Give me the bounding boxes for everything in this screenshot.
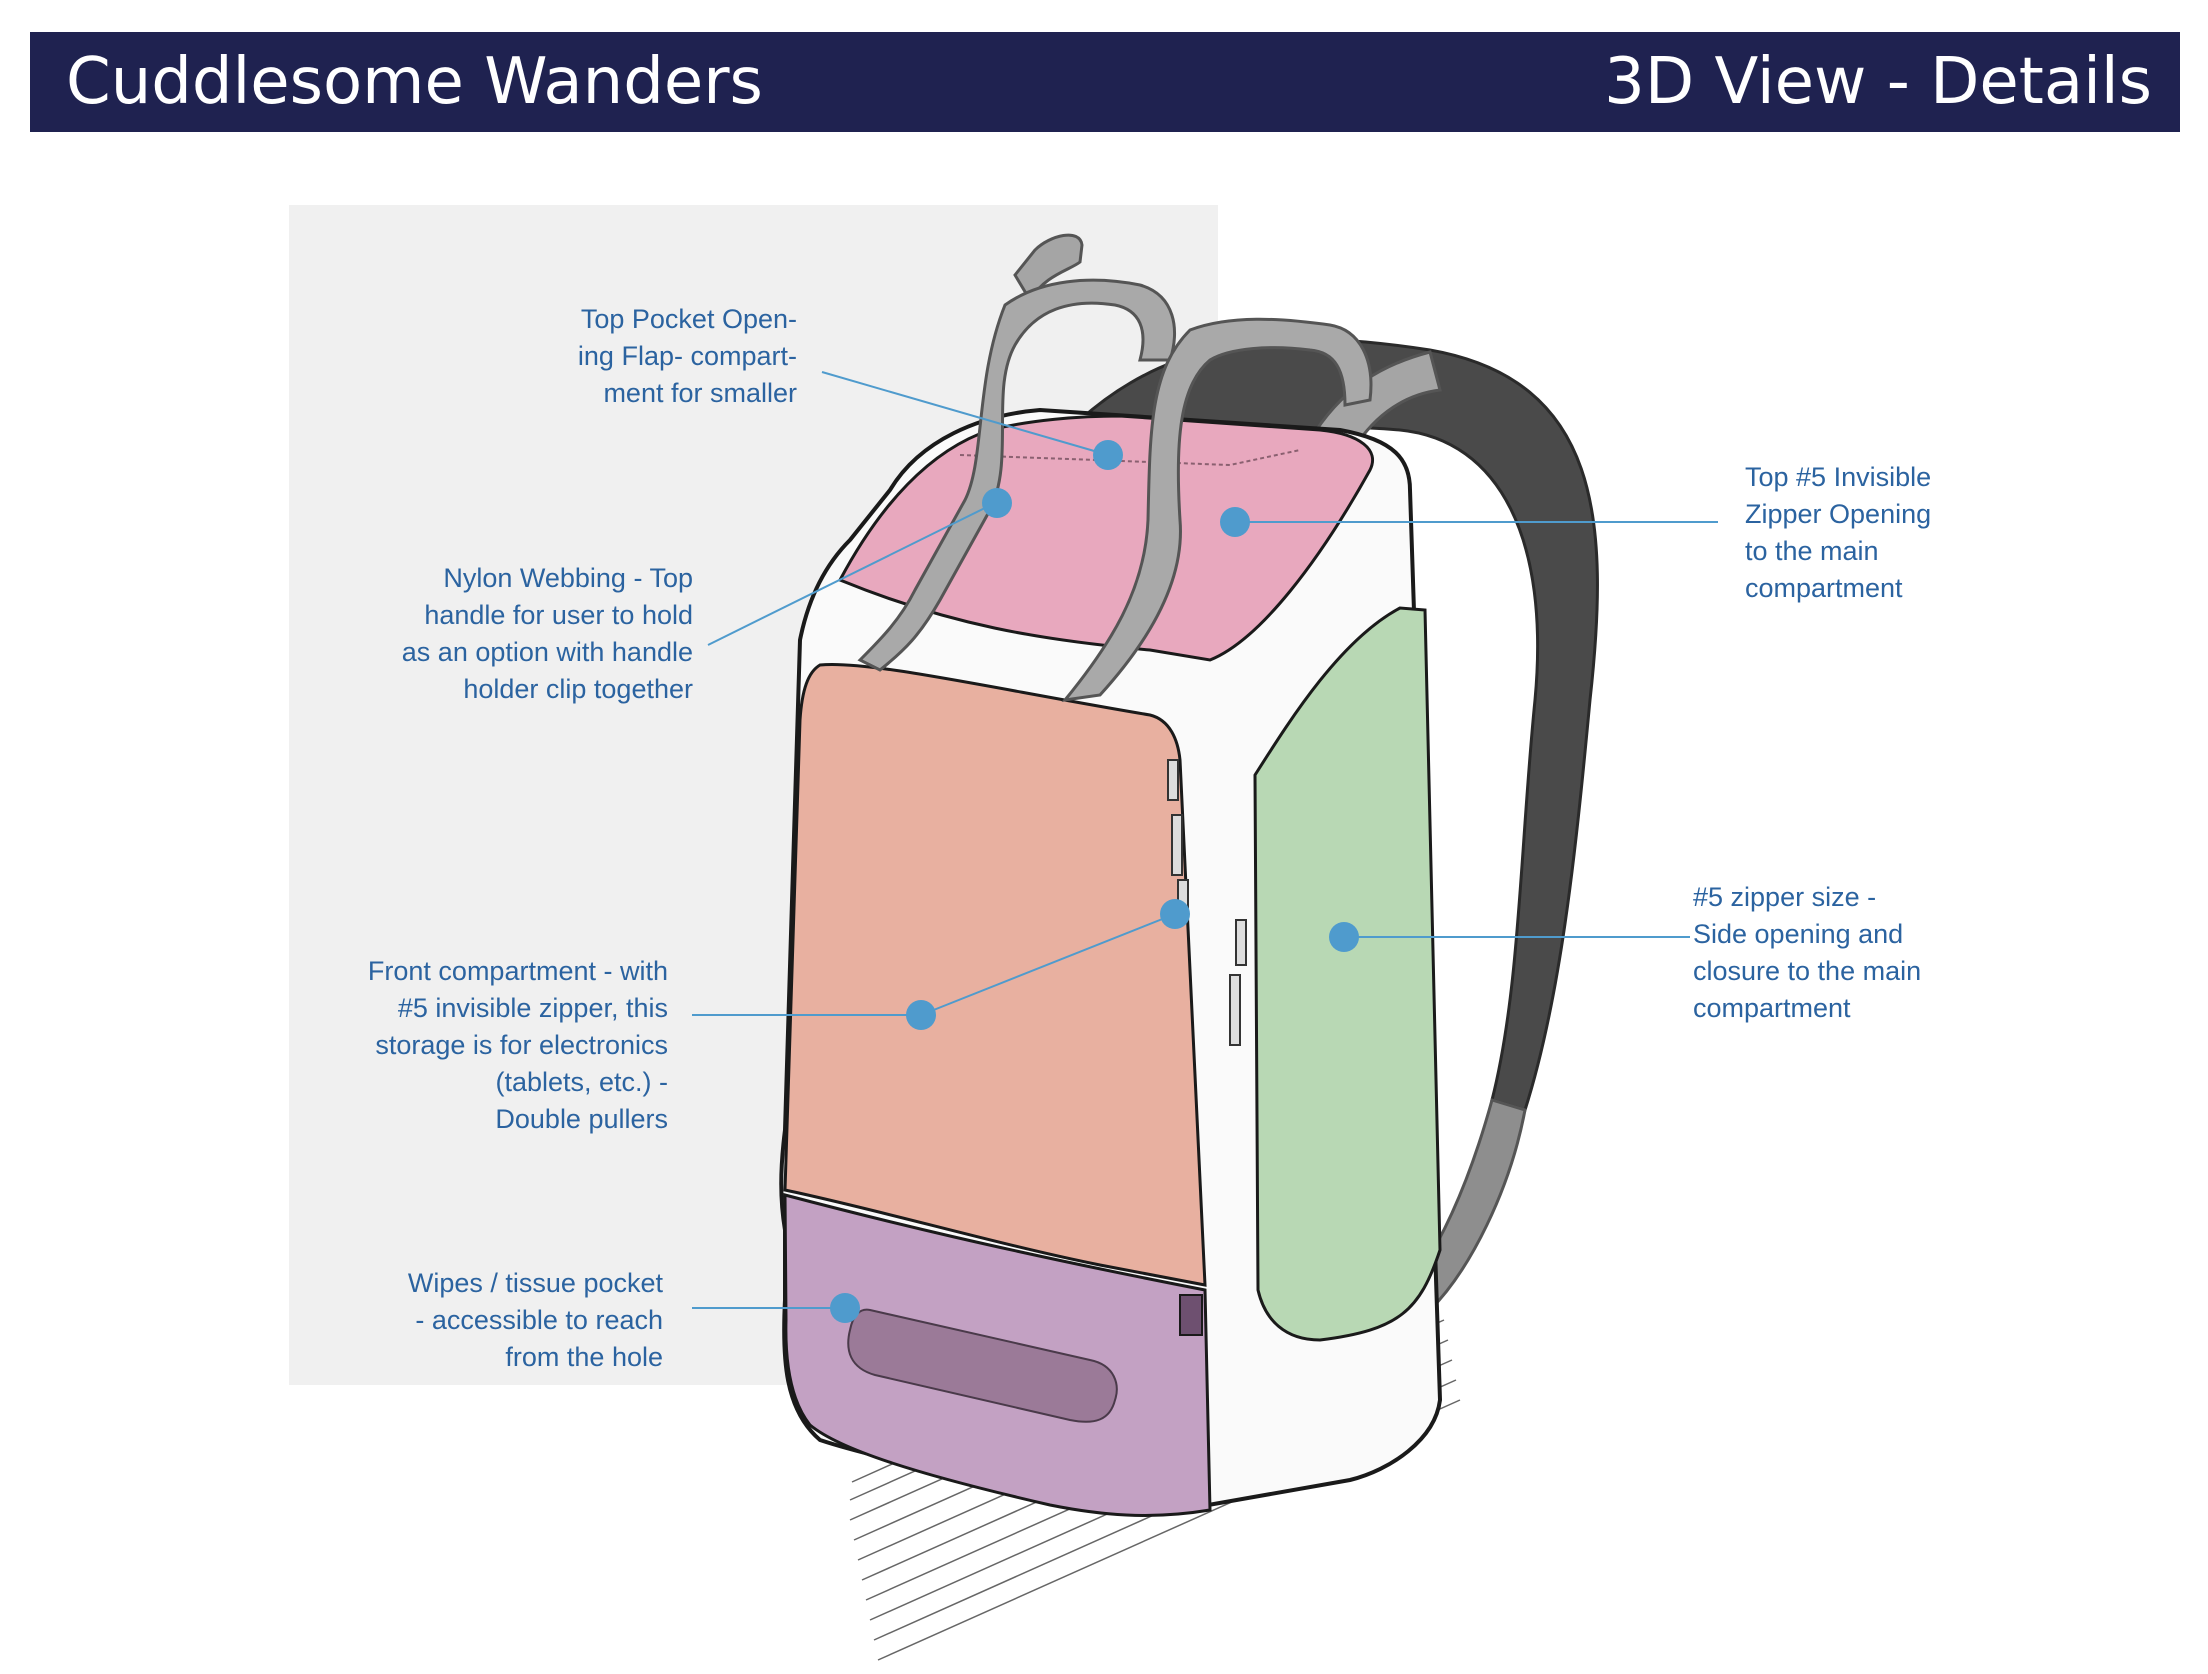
callout-line: handle for user to hold: [424, 600, 693, 630]
callout-line: (tablets, etc.) -: [495, 1067, 668, 1097]
callout-line: #5 zipper size -: [1693, 882, 1877, 912]
callout-line: #5 invisible zipper, this: [397, 993, 668, 1023]
callout-line: Nylon Webbing - Top: [443, 563, 693, 593]
webbing-handle-right: [1061, 317, 1373, 703]
brand-title: Cuddlesome Wanders: [66, 45, 763, 119]
callout-line: as an option with handle: [401, 637, 693, 667]
side-zipper-pullers: [1229, 919, 1247, 1046]
callout-top-pocket: Top Pocket Open- ing Flap- compart- ment…: [578, 301, 797, 412]
callout-line: holder clip together: [463, 674, 693, 704]
view-title: 3D View - Details: [1604, 45, 2152, 119]
tissue-hole: [847, 1308, 1118, 1423]
callout-line: Top #5 Invisible: [1745, 462, 1932, 492]
callout-line: closure to the main: [1693, 956, 1922, 986]
callout-top-zipper: Top #5 Invisible Zipper Opening to the m…: [1745, 459, 1931, 607]
leader-lines: [692, 371, 1718, 1309]
callout-line: compartment: [1745, 573, 1903, 603]
callout-line: storage is for electronics: [375, 1030, 668, 1060]
callout-line: ing Flap- compart-: [577, 341, 797, 371]
dot-side-zipper: [1329, 922, 1359, 952]
callout-line: Wipes / tissue pocket: [407, 1268, 663, 1298]
callout-dots: [830, 440, 1359, 1323]
callout-line: Top Pocket Open-: [580, 304, 797, 334]
callout-line: to the main: [1745, 536, 1879, 566]
callout-line: from the hole: [505, 1342, 663, 1372]
dot-wipes-pocket: [830, 1293, 860, 1323]
callout-wipes-pocket: Wipes / tissue pocket - accessible to re…: [408, 1265, 663, 1376]
callout-line: - accessible to reach: [415, 1305, 663, 1335]
callout-line: ment for smaller: [603, 378, 797, 408]
callout-line: Double pullers: [495, 1104, 668, 1134]
webbing-handle-left: [857, 278, 1177, 672]
callout-nylon-webbing: Nylon Webbing - Top handle for user to h…: [402, 560, 693, 708]
dot-front-zipper: [1160, 899, 1190, 929]
dot-nylon-webbing: [982, 488, 1012, 518]
callout-front-compartment: Front compartment - with #5 invisible zi…: [368, 953, 668, 1138]
dot-top-zipper: [1220, 507, 1250, 537]
dot-top-pocket: [1093, 440, 1123, 470]
callout-line: compartment: [1693, 993, 1851, 1023]
handle-tab: [1013, 233, 1084, 303]
callout-line: Front compartment - with: [367, 956, 668, 986]
front-panel: [783, 662, 1207, 1287]
side-panel: [1253, 606, 1442, 1342]
header-bar: Cuddlesome Wanders 3D View - Details: [30, 32, 2180, 132]
dot-front-compartment: [906, 1000, 936, 1030]
callout-line: Side opening and: [1693, 919, 1904, 949]
callout-side-zipper: #5 zipper size - Side opening and closur…: [1693, 879, 1921, 1027]
callout-line: Zipper Opening: [1745, 499, 1932, 529]
